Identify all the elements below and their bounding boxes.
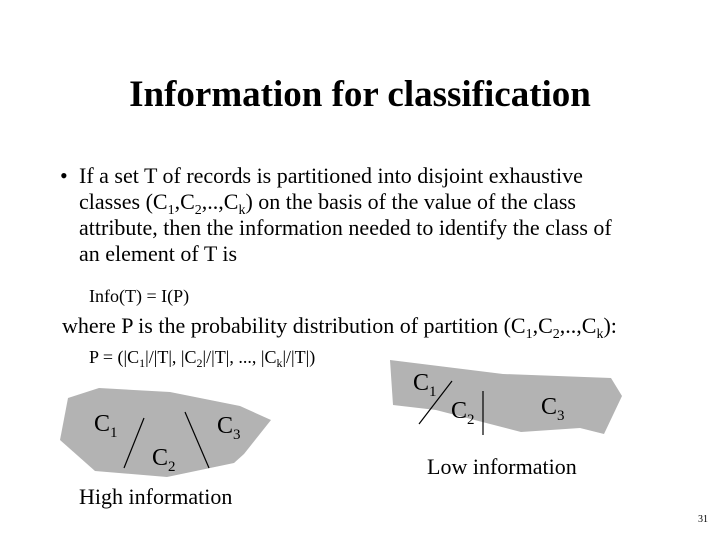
high-info-divider-2 xyxy=(184,411,210,469)
bullet-marker: • xyxy=(60,163,68,188)
low-info-caption: Low information xyxy=(427,454,577,479)
bullet-line-3: attribute, then the information needed t… xyxy=(79,215,612,240)
bullet-line-2: classes (C1,C2,..,Ck) on the basis of th… xyxy=(79,189,576,218)
low-c1-label: C1 xyxy=(413,370,437,400)
low-info-divider-1 xyxy=(418,380,453,425)
high-info-divider-1 xyxy=(123,417,145,469)
probability-formula: P = (|C1|/|T|, |C2|/|T|, ..., |Ck|/|T|) xyxy=(89,347,316,370)
high-c2-label: C2 xyxy=(152,445,176,475)
high-info-caption: High information xyxy=(79,484,233,509)
low-info-shape xyxy=(390,360,622,434)
low-c2-label: C2 xyxy=(451,398,475,428)
bullet-paragraph: If a set T of records is partitioned int… xyxy=(79,163,679,267)
high-c1-label: C1 xyxy=(94,411,118,441)
info-formula: Info(T) = I(P) xyxy=(89,286,190,306)
high-c3-label: C3 xyxy=(217,413,241,443)
bullet-line-4: an element of T is xyxy=(79,241,238,266)
where-line: where P is the probability distribution … xyxy=(62,313,617,342)
low-c3-label: C3 xyxy=(541,394,565,424)
bullet-line-1: If a set T of records is partitioned int… xyxy=(79,163,583,188)
slide-title: Information for classification xyxy=(129,74,591,115)
page-number: 31 xyxy=(698,514,708,525)
high-info-shape xyxy=(60,388,271,477)
